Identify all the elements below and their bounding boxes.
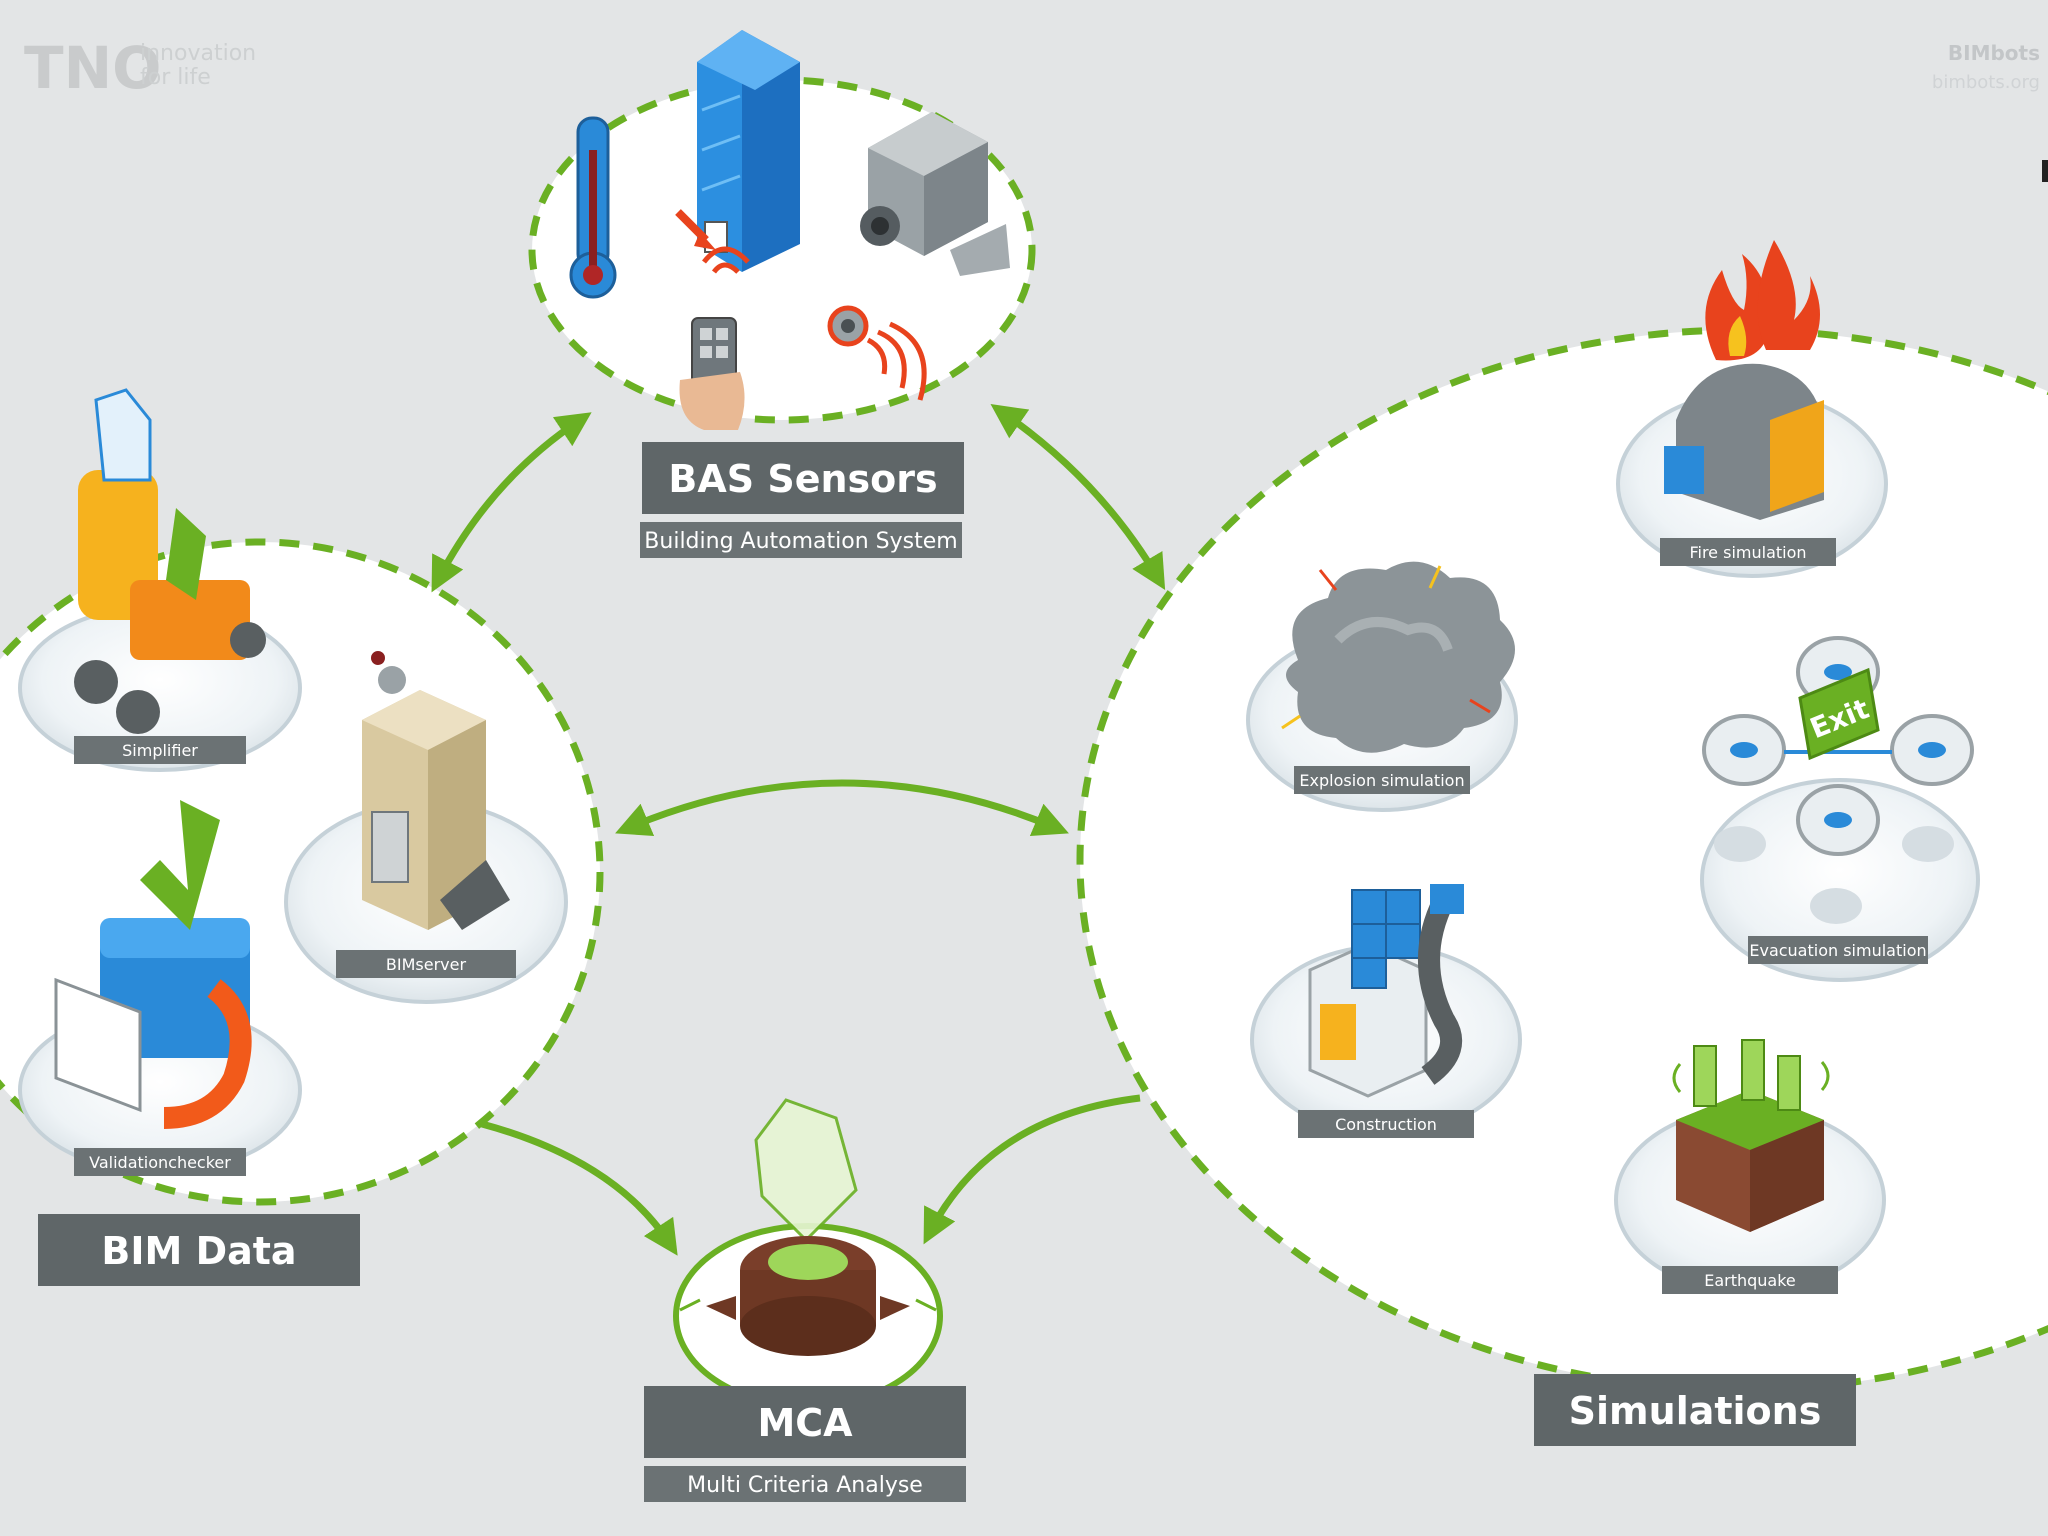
fire-simulation-tool: Fire simulation bbox=[1616, 240, 1888, 578]
evacuation-simulation-label: Evacuation simulation bbox=[1749, 941, 1926, 960]
simplifier-tool: Simplifier bbox=[18, 388, 302, 772]
thermometer-icon bbox=[569, 116, 617, 299]
drone-exit-icon: Exit bbox=[1702, 636, 1974, 924]
construction-label: Construction bbox=[1335, 1115, 1437, 1134]
tno-logo-brand: TNO bbox=[24, 34, 161, 102]
construction-tool: Construction bbox=[1250, 884, 1522, 1138]
earthquake-tool: Earthquake bbox=[1614, 1039, 1886, 1294]
motion-sensor-icon bbox=[827, 305, 927, 401]
earthquake-box-icon bbox=[1672, 1039, 1830, 1232]
remote-control-hand-icon bbox=[679, 246, 750, 430]
bim-data-title: BIM Data bbox=[101, 1229, 296, 1273]
arrow-bim-simulations bbox=[615, 779, 1069, 836]
tno-logo-tagline-1: innovation bbox=[140, 41, 256, 66]
bimserver-machine-icon bbox=[362, 651, 510, 930]
arrow-bas-bim bbox=[431, 412, 592, 593]
evacuation-simulation-disc bbox=[1700, 778, 1980, 982]
tno-logo: TNO innovation for life bbox=[24, 34, 256, 102]
validationchecker-label: Validationchecker bbox=[89, 1153, 231, 1172]
simulations-label: Simulations bbox=[1534, 1374, 1856, 1446]
arrow-bas-simulations bbox=[990, 404, 1166, 591]
earthquake-label: Earthquake bbox=[1704, 1271, 1796, 1290]
building-tower-icon bbox=[697, 30, 800, 272]
mca-node: MCA Multi Criteria Analyse bbox=[644, 1098, 966, 1502]
validationchecker-tool: Validationchecker bbox=[18, 800, 302, 1176]
bimbots-title: BIMbots bbox=[1948, 41, 2040, 65]
bimserver-label: BIMserver bbox=[386, 955, 467, 974]
simplifier-robot-icon bbox=[74, 388, 266, 734]
bim-data-label: BIM Data bbox=[38, 1214, 360, 1286]
edge-mark bbox=[2042, 160, 2048, 182]
wall-switch-arrow-icon bbox=[675, 209, 716, 250]
simulations-title: Simulations bbox=[1569, 1389, 1822, 1433]
simplifier-label: Simplifier bbox=[122, 741, 198, 760]
validationchecker-icon bbox=[54, 800, 252, 1129]
construction-blocks-icon bbox=[1308, 884, 1464, 1098]
fire-building-icon bbox=[1664, 240, 1824, 520]
explosion-simulation-tool: Explosion simulation bbox=[1246, 561, 1518, 812]
mca-title: MCA bbox=[757, 1401, 853, 1445]
bas-sensors-title: BAS Sensors bbox=[668, 457, 937, 501]
mca-engine-icon bbox=[679, 1098, 937, 1356]
bas-sensors-subtitle: Building Automation System bbox=[644, 529, 957, 554]
fire-simulation-label: Fire simulation bbox=[1689, 543, 1806, 562]
mca-subtitle: Multi Criteria Analyse bbox=[687, 1473, 923, 1498]
bimbots-logo: BIMbots bimbots.org bbox=[1932, 41, 2040, 93]
tno-logo-tagline-2: for life bbox=[140, 65, 211, 90]
bimbots-url: bimbots.org bbox=[1932, 72, 2040, 93]
evacuation-simulation-tool: Exit Evacuation simulation bbox=[1700, 636, 1980, 982]
bas-sensors-label: BAS Sensors Building Automation System bbox=[640, 442, 964, 558]
connection-arrows bbox=[431, 404, 1166, 1256]
explosion-simulation-label: Explosion simulation bbox=[1299, 771, 1464, 790]
security-camera-icon bbox=[860, 112, 1010, 276]
arrow-simulations-mca bbox=[923, 1094, 1141, 1245]
bimserver-tool: BIMserver bbox=[284, 651, 568, 1004]
explosion-cloud-icon bbox=[1281, 561, 1515, 753]
arrow-bim-mca bbox=[481, 1120, 678, 1256]
